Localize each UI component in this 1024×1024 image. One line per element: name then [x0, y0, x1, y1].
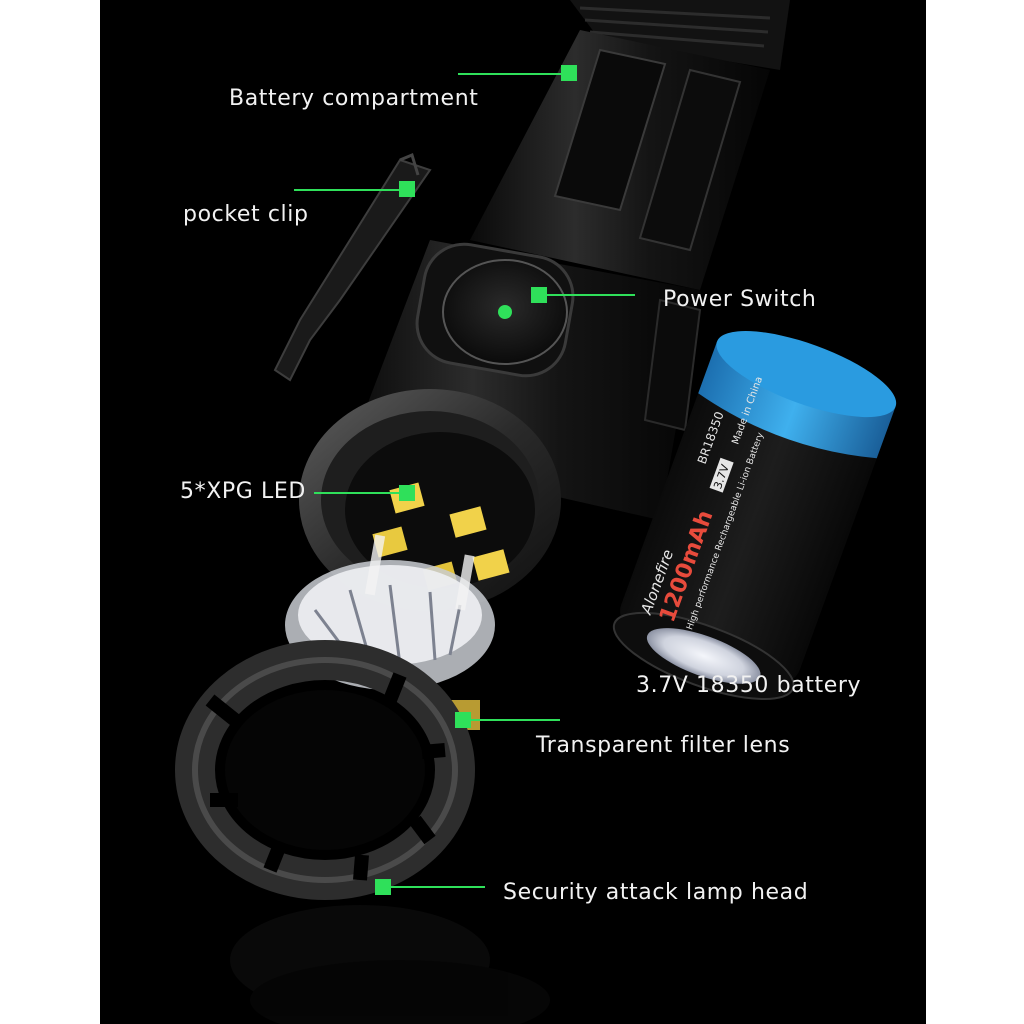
label-lamp-head: Security attack lamp head: [503, 880, 809, 905]
flashlight-exploded-illustration: 1200mAh Alonefire BR18350 High performan…: [175, 0, 897, 1024]
label-pocket-clip: pocket clip: [183, 202, 309, 227]
lamp-head-ring: [175, 640, 475, 900]
callout-marker: [375, 879, 391, 895]
diagram-panel: 1200mAh Alonefire BR18350 High performan…: [100, 0, 926, 1024]
label-power-switch: Power Switch: [663, 287, 817, 312]
led-bezel: [299, 389, 561, 611]
callout-marker: [455, 712, 471, 728]
callout-marker: [399, 485, 415, 501]
tail-cap: [570, 0, 790, 70]
label-filter-lens: Transparent filter lens: [536, 733, 791, 758]
battery-compartment-body: [470, 30, 770, 290]
reflection: [230, 905, 550, 1024]
battery-terminal: [646, 628, 761, 684]
power-indicator-dot: [498, 305, 512, 319]
callout-marker: [531, 287, 547, 303]
callout-lines: [294, 65, 635, 895]
callout-marker: [399, 181, 415, 197]
led-chip: [449, 506, 487, 538]
label-xpg-led: 5*XPG LED: [180, 479, 306, 504]
callout-marker: [561, 65, 577, 81]
label-battery: 3.7V 18350 battery: [636, 673, 862, 698]
battery-18350: 1200mAh Alonefire BR18350 High performan…: [612, 331, 897, 700]
led-chip: [472, 549, 510, 581]
label-battery-compartment: Battery compartment: [229, 86, 479, 111]
